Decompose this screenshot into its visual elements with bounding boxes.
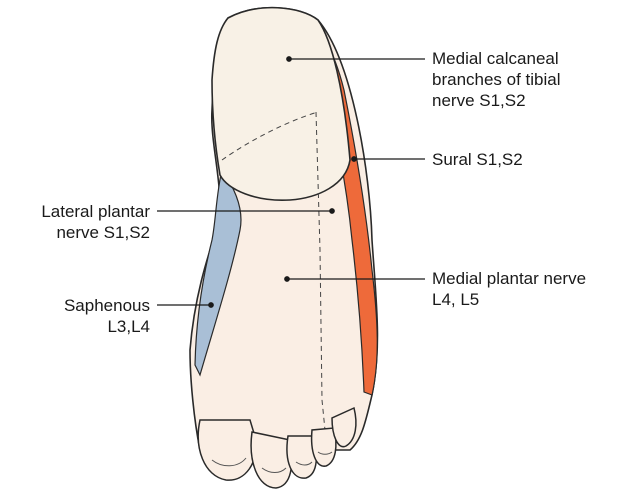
label-saphenous-line1: Saphenous [20, 295, 150, 316]
label-saphenous-line2: L3,L4 [20, 316, 150, 337]
label-sural-line1: Sural S1,S2 [432, 149, 523, 170]
label-medial-plantar: Medial plantar nerve L4, L5 [432, 268, 586, 310]
toe-big [198, 420, 256, 480]
label-lateral-plantar-line2: nerve S1,S2 [8, 222, 150, 243]
label-saphenous: Saphenous L3,L4 [20, 295, 150, 337]
label-lateral-plantar: Lateral plantar nerve S1,S2 [8, 201, 150, 243]
leader-dot-medial-calcaneal [287, 57, 291, 61]
label-medial-calcaneal: Medial calcaneal branches of tibial nerv… [432, 48, 561, 111]
leader-dot-sural [352, 157, 356, 161]
label-medial-calcaneal-line3: nerve S1,S2 [432, 90, 561, 111]
label-sural: Sural S1,S2 [432, 149, 523, 170]
leader-dot-saphenous [209, 303, 213, 307]
leader-dot-medial-plantar [285, 277, 289, 281]
label-medial-plantar-line1: Medial plantar nerve [432, 268, 586, 289]
label-medial-calcaneal-line2: branches of tibial [432, 69, 561, 90]
label-medial-plantar-line2: L4, L5 [432, 289, 586, 310]
toe-fourth [312, 428, 336, 466]
toe-second [251, 432, 292, 488]
leader-dot-lateral-plantar [330, 209, 334, 213]
label-lateral-plantar-line1: Lateral plantar [8, 201, 150, 222]
label-medial-calcaneal-line1: Medial calcaneal [432, 48, 561, 69]
